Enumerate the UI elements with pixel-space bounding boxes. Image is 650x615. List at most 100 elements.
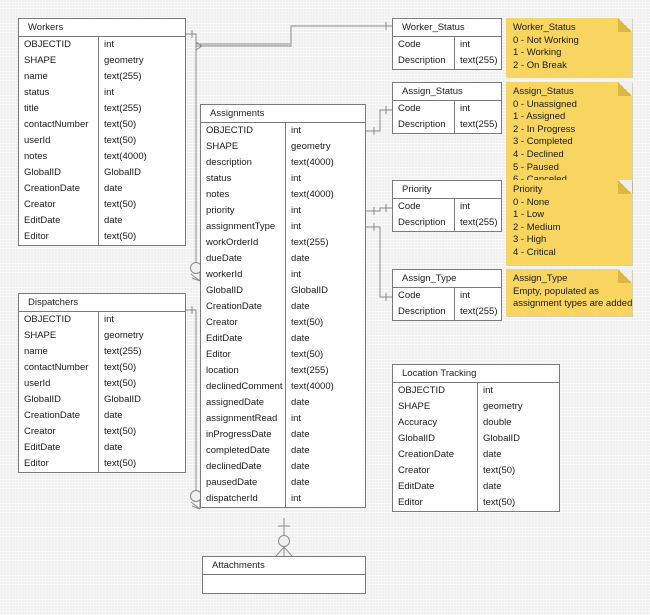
field-name: SHAPE: [19, 53, 99, 69]
field-type: text(50): [104, 362, 137, 373]
field-type: text(255): [104, 103, 142, 114]
field-type: date: [291, 253, 310, 264]
field-name: SHAPE: [393, 399, 478, 415]
field-name: name: [19, 344, 99, 360]
field-name: title: [19, 101, 99, 117]
field-name: contactNumber: [19, 360, 99, 376]
field-type: text(4000): [291, 189, 334, 200]
note-line: 1 - Assigned: [513, 111, 566, 123]
field-type: text(50): [291, 349, 324, 360]
entity-title-worker-status: Worker_Status: [393, 19, 501, 37]
field-name: assignmentRead: [201, 411, 286, 427]
field-name: notes: [201, 187, 286, 203]
field-name: OBJECTID: [19, 312, 99, 328]
entity-title-dispatchers: Dispatchers: [19, 294, 185, 312]
field-name: Creator: [19, 197, 99, 213]
field-type: int: [460, 39, 471, 50]
entity-title-assign-status: Assign_Status: [393, 83, 501, 101]
note-line: 3 - Completed: [513, 136, 573, 148]
field-name: GlobalID: [19, 392, 99, 408]
field-row: OBJECTID int: [201, 123, 365, 139]
field-name: OBJECTID: [201, 123, 286, 139]
field-type: int: [291, 125, 302, 136]
field-name: Editor: [393, 495, 478, 511]
field-row: contactNumber text(50): [19, 360, 185, 376]
field-name: Accuracy: [393, 415, 478, 431]
note-line: 0 - Not Working: [513, 34, 579, 46]
field-name: workerId: [201, 267, 286, 283]
note-line: 2 - On Break: [513, 59, 567, 71]
field-type: text(50): [483, 465, 516, 476]
field-type: text(4000): [291, 381, 334, 392]
field-type: date: [291, 477, 310, 488]
note-title: Assign_Status: [513, 86, 574, 97]
entity-attachments[interactable]: Attachments: [202, 556, 366, 594]
note-assign-status: Assign_Status 0 - Unassigned 1 - Assigne…: [506, 82, 632, 192]
field-type: int: [291, 173, 302, 184]
field-name: declinedComment: [201, 379, 286, 395]
note-line: 6 - Canceled: [513, 174, 626, 187]
field-name: description: [201, 155, 286, 171]
field-name: GlobalID: [393, 431, 478, 447]
field-type: date: [104, 442, 123, 453]
crowsfoot-assignments-attachments: [275, 546, 293, 557]
field-name: Code: [393, 101, 455, 117]
entity-title-priority: Priority: [393, 181, 501, 199]
field-type: text(255): [460, 119, 498, 130]
note-line: 2 - Medium: [513, 221, 561, 233]
field-type: int: [483, 385, 494, 396]
field-type: text(50): [104, 231, 137, 242]
field-name: Code: [393, 288, 455, 304]
field-type: date: [483, 481, 502, 492]
entity-title-location-tracking: Location Tracking: [393, 365, 559, 383]
field-name: status: [19, 85, 99, 101]
field-name: Code: [393, 199, 455, 215]
field-name: assignmentType: [201, 219, 286, 235]
field-type: date: [483, 449, 502, 460]
field-name: Editor: [19, 456, 99, 472]
note-fold-icon: [618, 18, 632, 32]
note-line: 1 - Low: [513, 209, 545, 221]
field-type: GlobalID: [291, 285, 328, 296]
field-name: dispatcherId: [201, 491, 286, 507]
field-name: EditDate: [19, 213, 99, 229]
line-workers-status-to-lookup: [196, 25, 392, 47]
field-name: GlobalID: [19, 165, 99, 181]
note-line: 0 - Unassigned: [513, 98, 577, 110]
field-type: int: [291, 269, 302, 280]
note-line: assignment types are added: [513, 298, 633, 310]
field-type: text(50): [104, 199, 137, 210]
field-name: Description: [393, 117, 455, 133]
circle-assignments-attachments: [278, 535, 290, 547]
entity-title-workers: Workers: [19, 19, 185, 37]
field-name: Creator: [201, 315, 286, 331]
arrow-workers-status: [195, 41, 203, 51]
